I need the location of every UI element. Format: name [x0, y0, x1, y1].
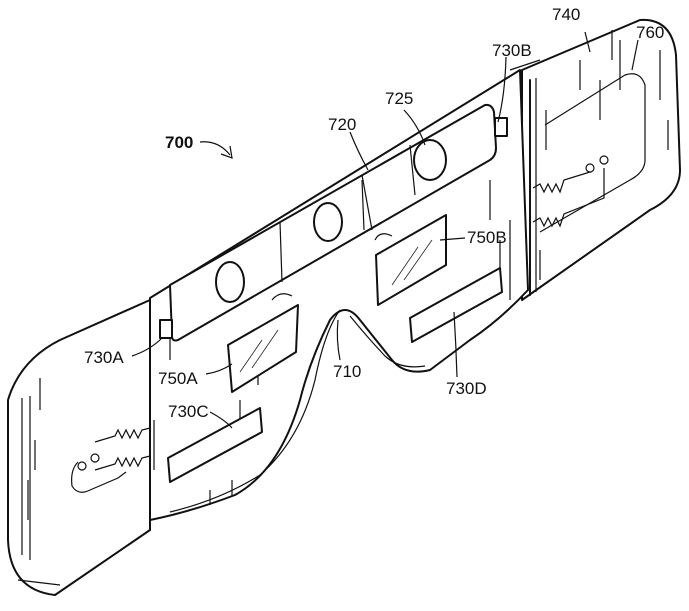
lens-middle	[314, 203, 342, 241]
label-750A: 750A	[158, 369, 198, 388]
label-740: 740	[552, 5, 580, 24]
lens-725	[414, 140, 446, 180]
label-730B: 730B	[492, 41, 532, 60]
label-720: 720	[328, 115, 356, 134]
label-725: 725	[385, 89, 413, 108]
sensor-730A	[160, 320, 172, 338]
label-730A: 730A	[84, 348, 124, 367]
label-730C: 730C	[168, 402, 209, 421]
figure-arrow	[200, 142, 232, 158]
lens-left	[216, 262, 244, 302]
label-730D: 730D	[446, 379, 487, 398]
figure-number-label: 700	[165, 133, 193, 152]
sensor-730B	[495, 118, 507, 136]
left-strap	[8, 300, 150, 595]
label-750B: 750B	[467, 228, 507, 247]
right-strap	[510, 20, 680, 300]
label-760: 760	[636, 23, 664, 42]
label-710: 710	[333, 362, 361, 381]
